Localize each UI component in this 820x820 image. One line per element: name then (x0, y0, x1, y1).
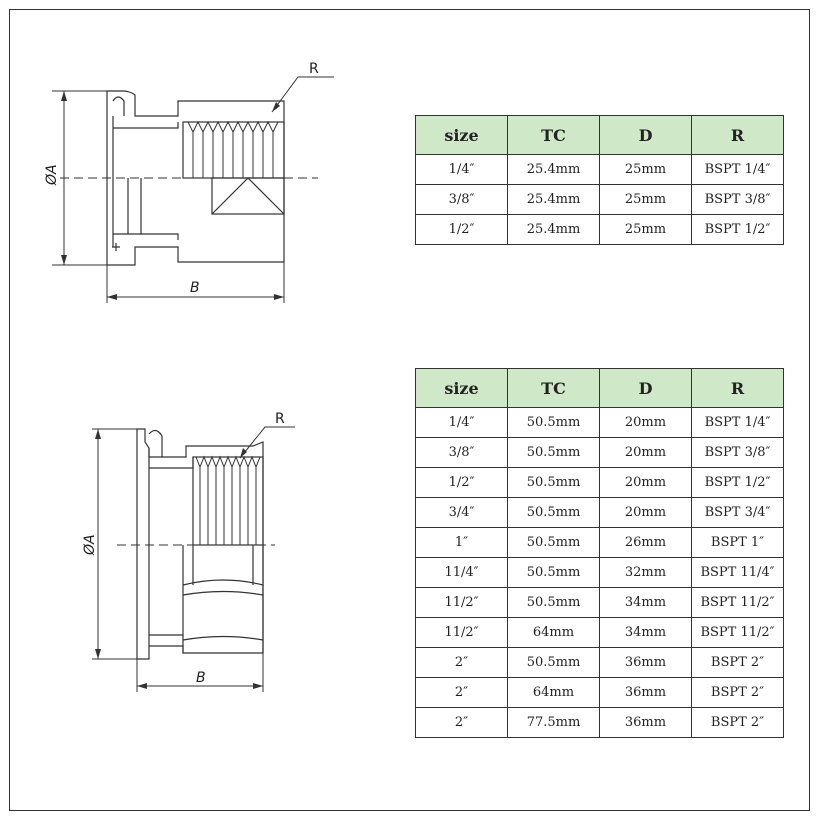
cell-d: 20mm (599, 407, 692, 438)
cell-d: 25mm (599, 214, 692, 245)
cell-r: BSPT 11/4″ (691, 557, 784, 588)
header-d: D (599, 368, 692, 408)
cell-tc: 50.5mm (507, 527, 600, 558)
dimension-A-label: ØA (44, 164, 60, 186)
cell-d: 34mm (599, 617, 692, 648)
cell-tc: 25.4mm (507, 214, 600, 245)
cell-r: BSPT 1/2″ (691, 467, 784, 498)
cell-tc: 50.5mm (507, 407, 600, 438)
cell-d: 32mm (599, 557, 692, 588)
cell-size: 1/4″ (415, 154, 508, 185)
cell-d: 34mm (599, 587, 692, 618)
cell-size: 2″ (415, 647, 508, 678)
thread-R-label-2: R (275, 411, 285, 427)
cell-r: BSPT 11/2″ (691, 617, 784, 648)
cell-tc: 77.5mm (507, 707, 600, 738)
cell-size: 3/8″ (415, 184, 508, 215)
thread-R-label: R (309, 61, 319, 77)
cell-size: 2″ (415, 707, 508, 738)
cell-tc: 50.5mm (507, 587, 600, 618)
header-r: R (691, 115, 784, 155)
cell-r: BSPT 1″ (691, 527, 784, 558)
cell-d: 20mm (599, 467, 692, 498)
cell-r: BSPT 3/8″ (691, 184, 784, 215)
page-frame (9, 9, 810, 811)
cell-size: 3/4″ (415, 497, 508, 528)
cell-tc: 25.4mm (507, 154, 600, 185)
header-size: size (415, 115, 508, 155)
dimension-A-label-2: ØA (82, 534, 98, 556)
cell-d: 36mm (599, 707, 692, 738)
cell-size: 1″ (415, 527, 508, 558)
cell-r: BSPT 1/2″ (691, 214, 784, 245)
cell-d: 20mm (599, 437, 692, 468)
table-header-row: size TC D R (415, 115, 784, 155)
cell-d: 20mm (599, 497, 692, 528)
cell-r: BSPT 2″ (691, 707, 784, 738)
cell-r: BSPT 2″ (691, 677, 784, 708)
cell-d: 26mm (599, 527, 692, 558)
cell-size: 11/2″ (415, 617, 508, 648)
table-header-row: size TC D R (415, 368, 784, 408)
cell-size: 1/2″ (415, 467, 508, 498)
cell-size: 11/2″ (415, 587, 508, 618)
cell-tc: 50.5mm (507, 467, 600, 498)
cell-r: BSPT 1/4″ (691, 407, 784, 438)
cell-tc: 50.5mm (507, 557, 600, 588)
cell-tc: 25.4mm (507, 184, 600, 215)
cell-d: 25mm (599, 154, 692, 185)
header-tc: TC (507, 115, 600, 155)
cell-size: 11/4″ (415, 557, 508, 588)
cell-size: 2″ (415, 677, 508, 708)
cell-r: BSPT 3/4″ (691, 497, 784, 528)
header-tc: TC (507, 368, 600, 408)
cell-tc: 50.5mm (507, 497, 600, 528)
dimension-B-label: B (190, 280, 200, 296)
cell-size: 1/2″ (415, 214, 508, 245)
cell-tc: 64mm (507, 617, 600, 648)
cell-tc: 50.5mm (507, 437, 600, 468)
cell-d: 25mm (599, 184, 692, 215)
cell-tc: 50.5mm (507, 647, 600, 678)
cell-tc: 64mm (507, 677, 600, 708)
dimension-B-label-2: B (196, 670, 206, 686)
cell-r: BSPT 2″ (691, 647, 784, 678)
cell-r: BSPT 1/4″ (691, 154, 784, 185)
header-size: size (415, 368, 508, 408)
cell-r: BSPT 3/8″ (691, 437, 784, 468)
header-d: D (599, 115, 692, 155)
cell-d: 36mm (599, 677, 692, 708)
cell-size: 1/4″ (415, 407, 508, 438)
cell-d: 36mm (599, 647, 692, 678)
cell-r: BSPT 11/2″ (691, 587, 784, 618)
cell-size: 3/8″ (415, 437, 508, 468)
header-r: R (691, 368, 784, 408)
